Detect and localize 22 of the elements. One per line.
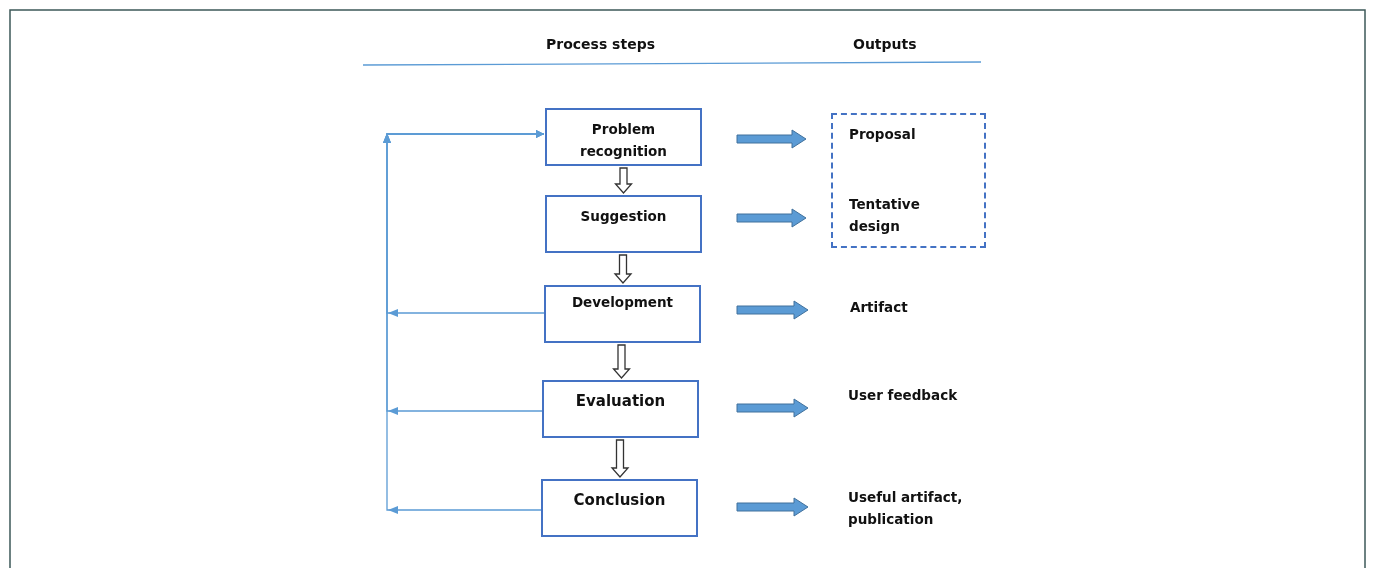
process-step-box: Evaluation [542,380,699,438]
block-arrow [736,129,807,149]
column-heading: Outputs [853,36,917,52]
column-heading: Process steps [546,36,655,52]
hollow-arrow [613,254,633,284]
block-arrow [736,208,807,228]
process-step-box: Conclusion [541,479,698,537]
output-label: Useful artifact, publication [808,486,988,532]
hollow-arrow [612,344,631,379]
block-arrow [736,398,809,418]
process-step-box: Suggestion [545,195,702,253]
output-label: User feedback [808,384,958,430]
output-group-box [831,113,986,248]
process-step-box: Problem recognition [545,108,702,166]
output-label: Artifact [808,296,958,320]
output-label: Proposal [849,125,917,144]
hollow-arrow [610,439,630,478]
hollow-arrow [614,167,633,194]
process-step-box: Development [544,285,701,343]
block-arrow [736,300,809,320]
output-label: Tentative design [849,195,921,236]
block-arrow [736,497,809,517]
